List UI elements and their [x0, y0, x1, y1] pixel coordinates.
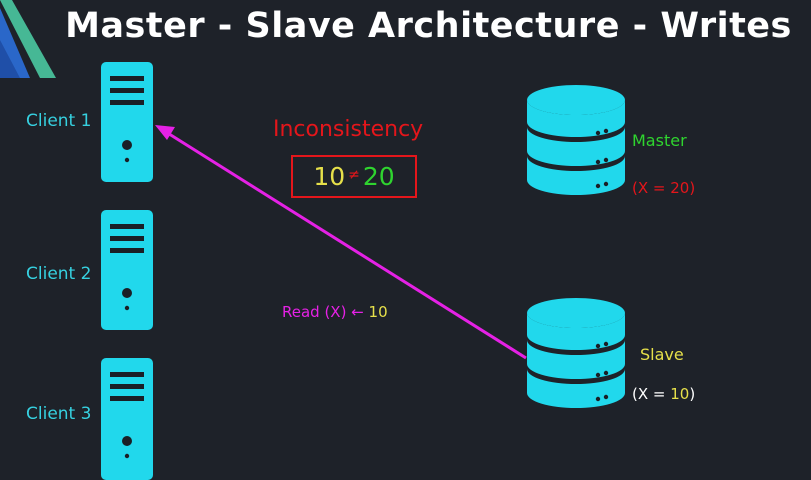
client-1-server-icon: [101, 62, 153, 182]
client-1-label: Client 1: [26, 111, 92, 131]
read-arrow: [155, 125, 527, 360]
client-2-server-icon: [101, 210, 153, 330]
slave-value-number: 10: [670, 385, 690, 403]
client-3-label: Client 3: [26, 404, 92, 424]
inconsistency-left-value: 10: [313, 162, 346, 191]
slave-value-suffix: ): [689, 385, 696, 403]
read-label: Read (X) ← 10: [282, 303, 388, 321]
corner-logo: [0, 0, 56, 78]
read-text: Read (X) ←: [282, 303, 369, 321]
slave-database-icon: [527, 298, 625, 408]
inconsistency-right-value: 20: [362, 162, 395, 191]
page-title: Master - Slave Architecture - Writes: [65, 6, 792, 46]
master-label: Master: [632, 131, 687, 150]
client-2-label: Client 2: [26, 264, 92, 284]
slave-value: (X = 10): [632, 385, 695, 403]
client-3-server-icon: [101, 358, 153, 480]
not-equal-symbol: ≠: [348, 166, 360, 183]
inconsistency-heading: Inconsistency: [273, 117, 424, 142]
inconsistency-box: 10 ≠ 20: [291, 155, 417, 198]
master-value: (X = 20): [632, 179, 696, 197]
master-database-icon: [527, 85, 625, 195]
slave-label: Slave: [640, 345, 684, 364]
read-value: 10: [368, 303, 388, 321]
slave-value-prefix: (X =: [632, 385, 671, 403]
